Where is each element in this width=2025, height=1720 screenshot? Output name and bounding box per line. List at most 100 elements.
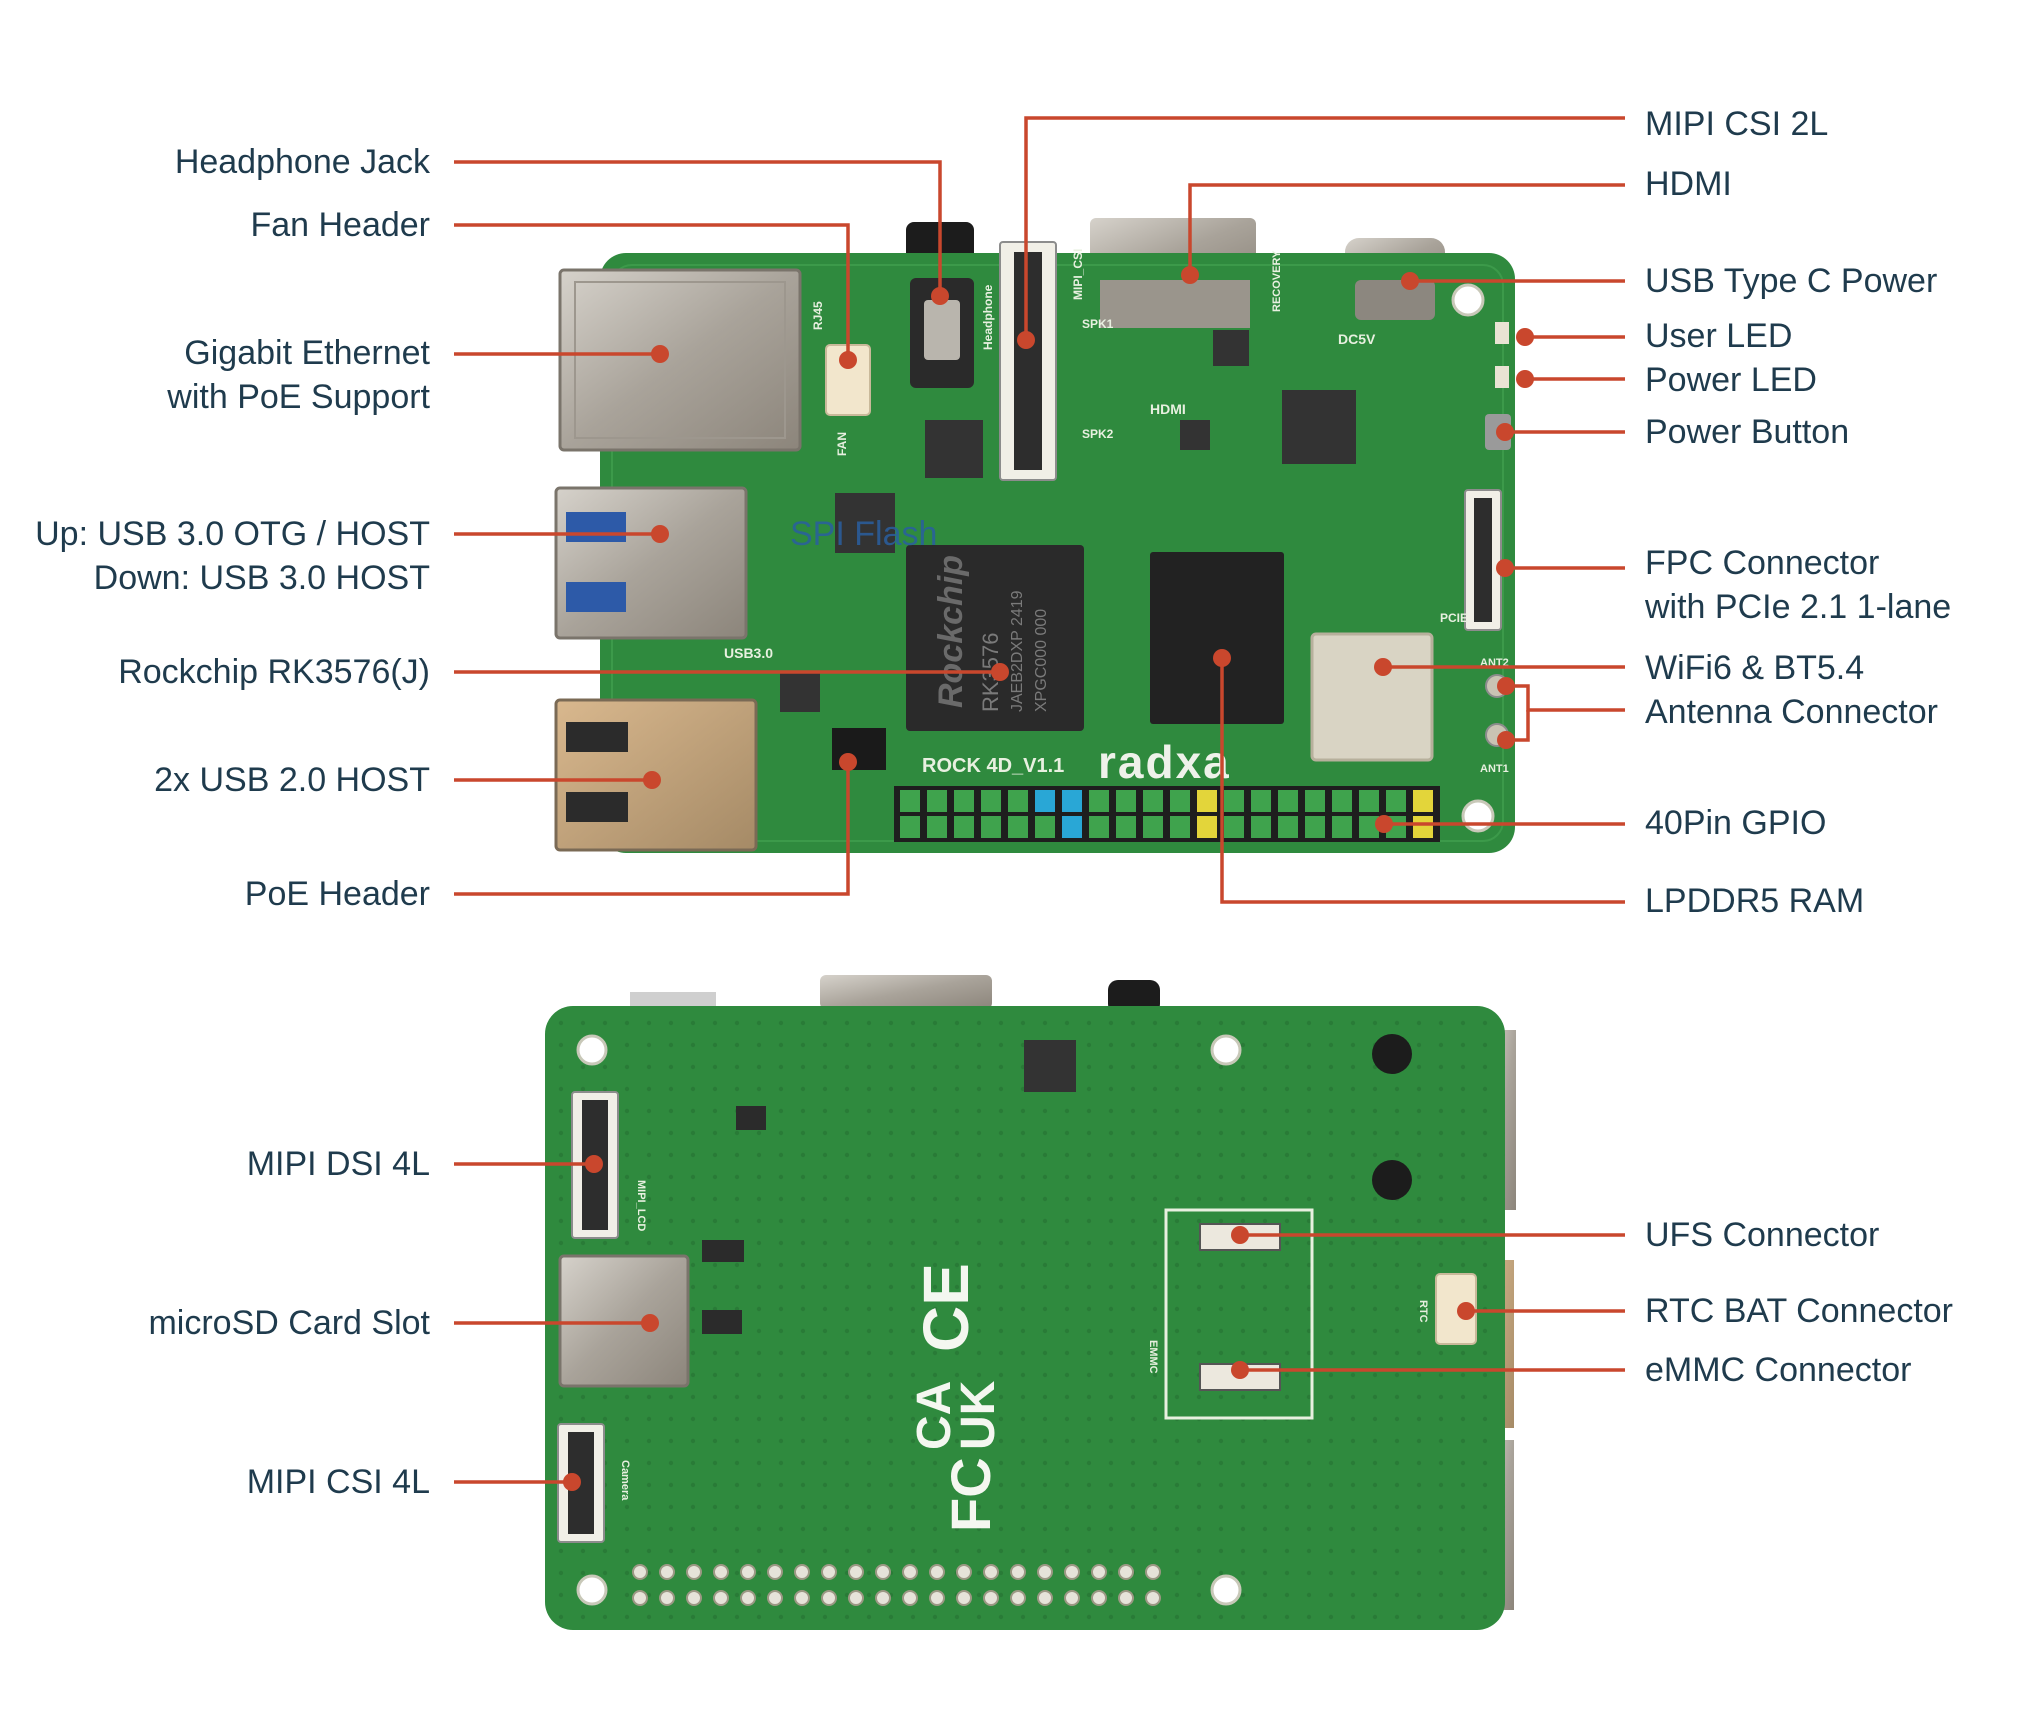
storage-zone (1164, 1208, 1314, 1420)
gpio-pin (1143, 816, 1163, 838)
gpio-through-hole (875, 1590, 891, 1606)
leader-rockchip-dot (991, 663, 1009, 681)
spi-flash-overlay: SPI Flash (790, 515, 937, 553)
gpio-header (894, 786, 1440, 842)
gpio-pin (1305, 790, 1325, 812)
leader-gpio-dot (1375, 815, 1393, 833)
silk-model: ROCK 4D_V1.1 (922, 755, 1064, 777)
silk-fan: FAN (835, 432, 849, 456)
label-hdmi: HDMI (1645, 165, 1732, 203)
gpio-through-hole (1091, 1564, 1107, 1580)
gpio-through-hole (632, 1564, 648, 1580)
hdmi-port (1100, 280, 1250, 328)
leader-microsd-dot (641, 1314, 659, 1332)
leader-rtc-dot (1457, 1302, 1475, 1320)
leader-ufs-dot (1231, 1226, 1249, 1244)
leader-mipicsi4l-dot (563, 1473, 581, 1491)
cert-ukca-2: CA (908, 1381, 961, 1450)
leader-userled-dot (1516, 328, 1534, 346)
leader-mipidsi-dot (585, 1155, 603, 1173)
silk-headphone: Headphone (981, 284, 995, 350)
leader-fan-dot (839, 351, 857, 369)
cert-fc: FC (939, 1457, 1002, 1532)
gpio-pin (1008, 816, 1028, 838)
mount-hole (1461, 799, 1495, 833)
leader-ant-dot (1497, 677, 1515, 695)
mount-hole (1451, 283, 1485, 317)
leader-headphone-dot (931, 287, 949, 305)
silk-usb30: USB3.0 (724, 645, 773, 661)
gpio-through-hole (1145, 1564, 1161, 1580)
gpio-pin (1089, 816, 1109, 838)
gpio-pin (1224, 790, 1244, 812)
label-usb2: 2x USB 2.0 HOST (154, 761, 430, 799)
gpio-pin (1089, 790, 1109, 812)
gpio-pin (1386, 790, 1406, 812)
leader-poe-dot (839, 753, 857, 771)
leader-hdmi-dot (1181, 266, 1199, 284)
gpio-through-hole (1010, 1564, 1026, 1580)
silk-emmc: EMMC (1147, 1340, 1159, 1374)
label-gpio: 40Pin GPIO (1645, 804, 1827, 842)
silk-ant1: ANT1 (1480, 763, 1509, 775)
silk-camera: Camera (619, 1460, 631, 1501)
label-power-led: Power LED (1645, 361, 1817, 399)
silk-pcie: PCIE (1440, 611, 1468, 625)
gpio-through-hole (767, 1564, 783, 1580)
gpio-pin (1251, 816, 1271, 838)
bottom-board: CE UK CA FC MIPI_LCD Camera RTC EMMC (545, 975, 1516, 1630)
gpio-through-hole (794, 1590, 810, 1606)
gpio-pin (1197, 816, 1217, 838)
label-headphone-jack: Headphone Jack (174, 143, 430, 181)
gpio-through-hole (740, 1590, 756, 1606)
gpio-pin (1224, 816, 1244, 838)
gpio-through-hole (1010, 1590, 1026, 1606)
gpio-through-hole (659, 1564, 675, 1580)
leader-ethernet-dot (651, 345, 669, 363)
gpio-pin (1170, 790, 1190, 812)
silk-mipi-csi: MIPI_CSI (1071, 249, 1085, 300)
gpio-pin (954, 790, 974, 812)
silk-rj45: RJ45 (811, 301, 825, 330)
leader-wifi-dot (1374, 658, 1392, 676)
gpio-pin (954, 816, 974, 838)
gpio-through-hole (1145, 1590, 1161, 1606)
wifi-module (1310, 632, 1434, 762)
leader-mipicsi2l (1024, 116, 1625, 340)
chip-marking: Rockchip (932, 555, 970, 708)
chip-code: XPGC000 000 (1033, 609, 1050, 712)
gpio-through-hole (929, 1590, 945, 1606)
gpio-through-hole (686, 1590, 702, 1606)
gpio-pin (1062, 790, 1082, 812)
label-ufs: UFS Connector (1645, 1216, 1880, 1254)
label-mipi-dsi-4l: MIPI DSI 4L (246, 1145, 430, 1183)
leader-powerbtn-dot (1496, 423, 1514, 441)
gpio-pin (1278, 790, 1298, 812)
gpio-through-hole (1064, 1590, 1080, 1606)
gpio-pin (981, 790, 1001, 812)
pmic (1282, 390, 1356, 464)
gpio-through-hole (1118, 1564, 1134, 1580)
gpio-through-hole (686, 1564, 702, 1580)
label-user-led: User LED (1645, 317, 1793, 355)
gpio-through-hole (1064, 1564, 1080, 1580)
gpio-pin (1413, 816, 1433, 838)
leader-mipicsi2l-dot (1017, 331, 1035, 349)
rtc-bat-connector (1435, 1273, 1477, 1345)
gpio-pin (1359, 816, 1379, 838)
gpio-through-hole (956, 1564, 972, 1580)
cert-ukca-1: UK (952, 1380, 1005, 1450)
gpio-through-hole (713, 1590, 729, 1606)
leader-lpddr5 (1220, 658, 1625, 904)
silk-recovery: RECOVERY (1271, 250, 1283, 312)
gpio-through-hole (767, 1590, 783, 1606)
gpio-through-hole (848, 1564, 864, 1580)
rk3576-soc (906, 545, 1084, 731)
gpio-pin (1332, 790, 1352, 812)
power-led (1495, 366, 1509, 388)
gpio-through-hole (713, 1564, 729, 1580)
gpio-through-hole (740, 1564, 756, 1580)
